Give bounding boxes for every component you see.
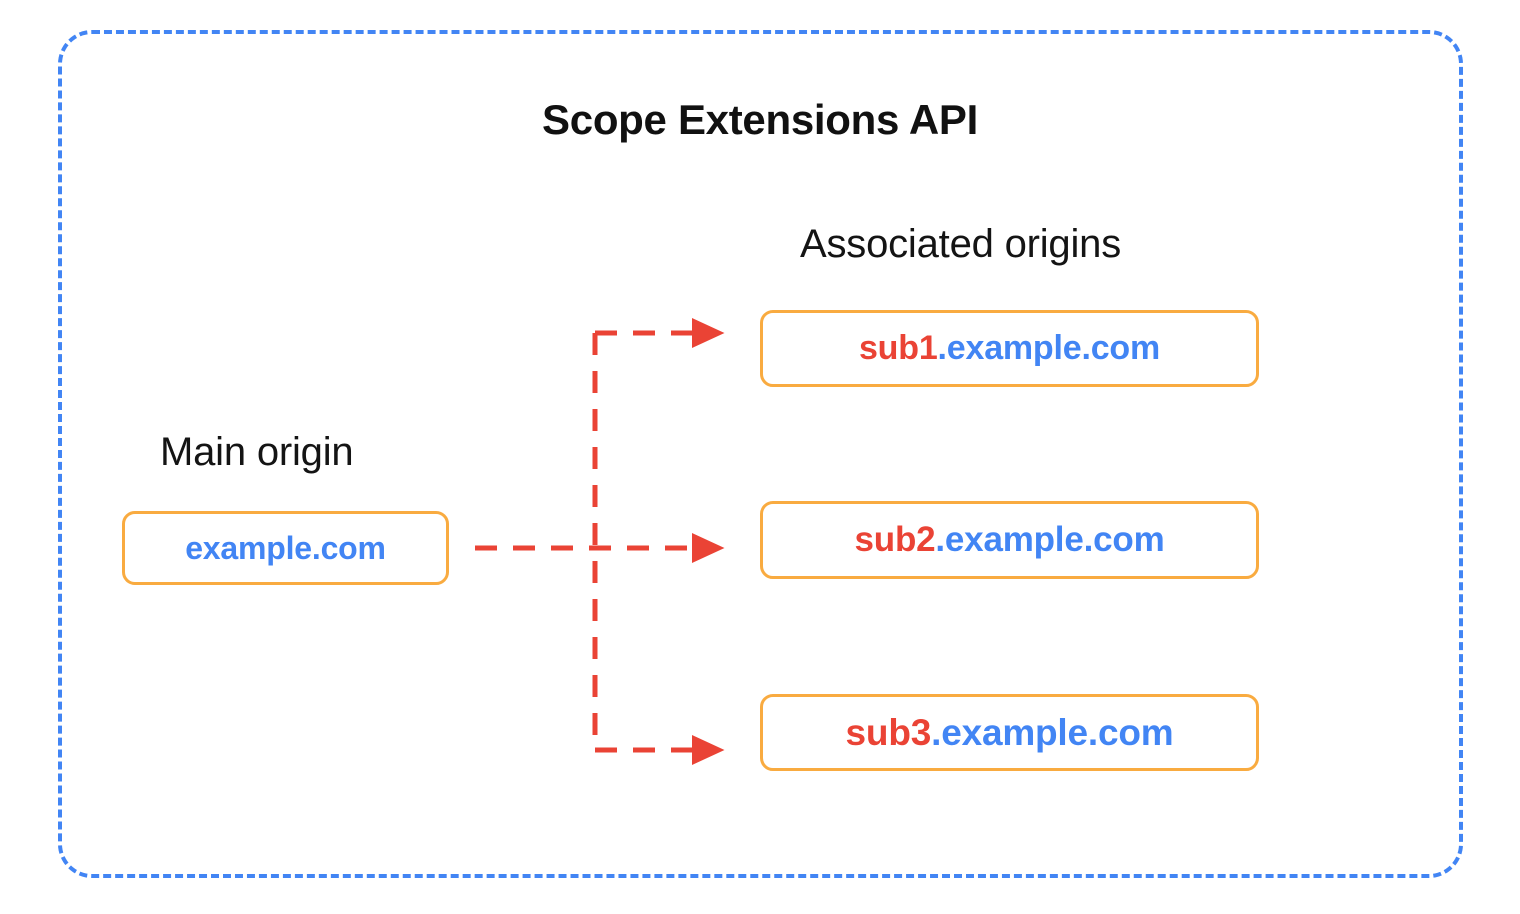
page-title: Scope Extensions API (542, 96, 978, 143)
origin-box-main[interactable]: example.com (122, 511, 449, 585)
origin-label-sub1: sub1.example.com (859, 329, 1160, 368)
origin-subdomain-sub2: sub2 (854, 520, 936, 559)
origin-domain-sub3: .example.com (931, 711, 1174, 753)
origin-label-sub2: sub2.example.com (855, 520, 1165, 560)
origin-label-main: example.com (185, 530, 386, 567)
origin-box-sub2[interactable]: sub2.example.com (760, 501, 1259, 579)
origin-domain-main: example.com (185, 529, 386, 566)
origin-label-sub3: sub3.example.com (846, 712, 1174, 754)
origin-box-sub1[interactable]: sub1.example.com (760, 310, 1259, 387)
main-origin-heading: Main origin (160, 430, 354, 474)
origin-subdomain-sub1: sub1 (858, 329, 938, 367)
origin-box-sub3[interactable]: sub3.example.com (760, 694, 1259, 771)
associated-origins-heading: Associated origins (800, 222, 1122, 266)
origin-domain-sub2: .example.com (935, 520, 1165, 559)
origin-domain-sub1: .example.com (937, 329, 1161, 367)
scope-extensions-frame (58, 30, 1463, 878)
origin-subdomain-sub3: sub3 (845, 711, 932, 753)
